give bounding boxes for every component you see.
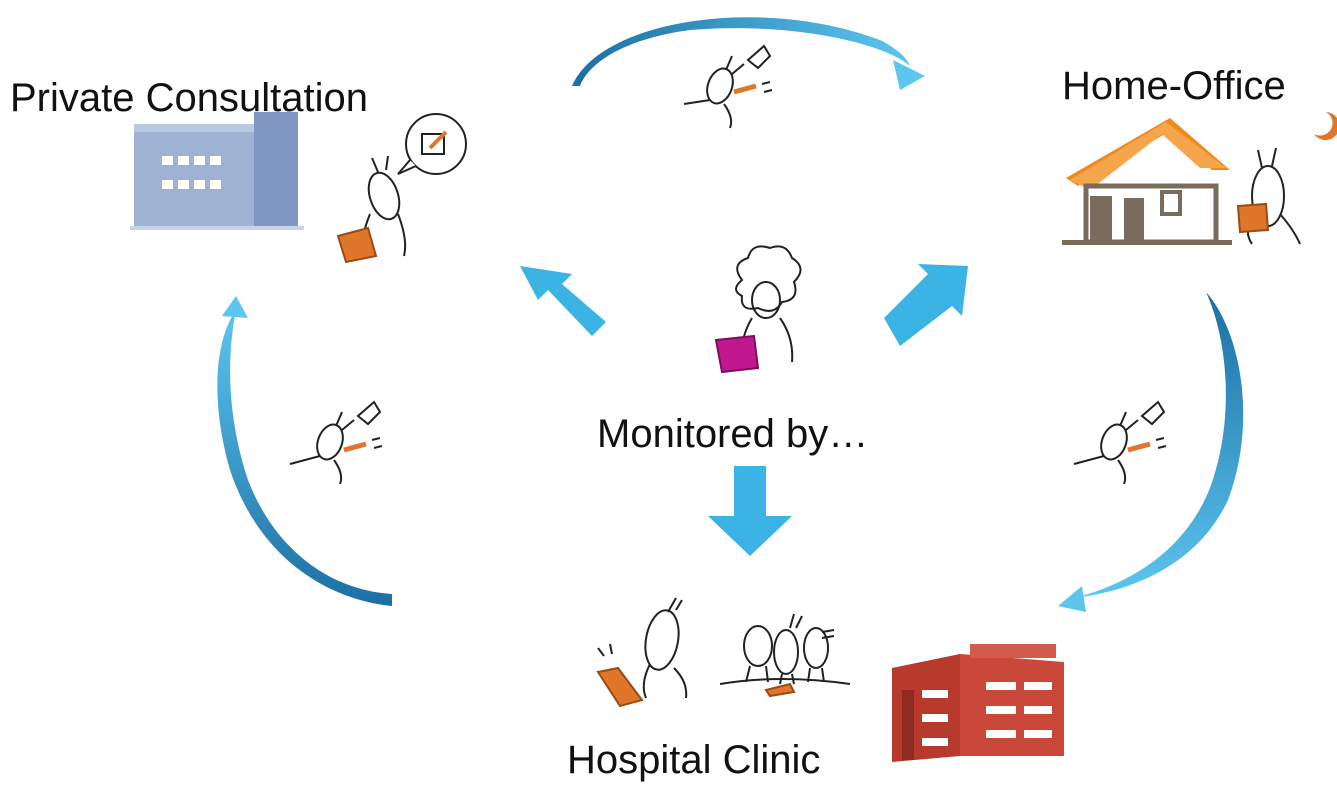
curved-arrow-left	[217, 296, 392, 606]
office-building-icon	[130, 112, 304, 230]
home-office-label: Home-Office	[1062, 64, 1286, 108]
person-at-home-with-laptop-icon	[1236, 147, 1301, 245]
block-arrow-to-hospital	[708, 466, 792, 556]
flying-doctor-icon	[683, 44, 773, 129]
hospital-building-icon	[892, 644, 1064, 762]
house-icon	[1062, 118, 1232, 245]
doctor-with-laptop-icon	[336, 113, 467, 264]
team-of-doctors-icon	[719, 613, 851, 698]
monitor-person-with-laptop-icon	[714, 245, 802, 374]
doctor-with-tablet-icon	[596, 597, 688, 708]
curved-arrow-top	[572, 17, 925, 90]
moon-icon	[1314, 112, 1337, 140]
hospital-clinic-label: Hospital Clinic	[567, 738, 821, 782]
curved-arrow-right	[1058, 292, 1244, 612]
flying-doctor-icon	[289, 400, 383, 485]
monitored-by-label: Monitored by…	[597, 412, 869, 456]
block-arrow-to-private	[520, 266, 606, 336]
block-arrow-to-home	[884, 264, 968, 346]
flying-doctor-icon	[1073, 400, 1167, 485]
private-consultation-label: Private Consultation	[10, 76, 368, 120]
